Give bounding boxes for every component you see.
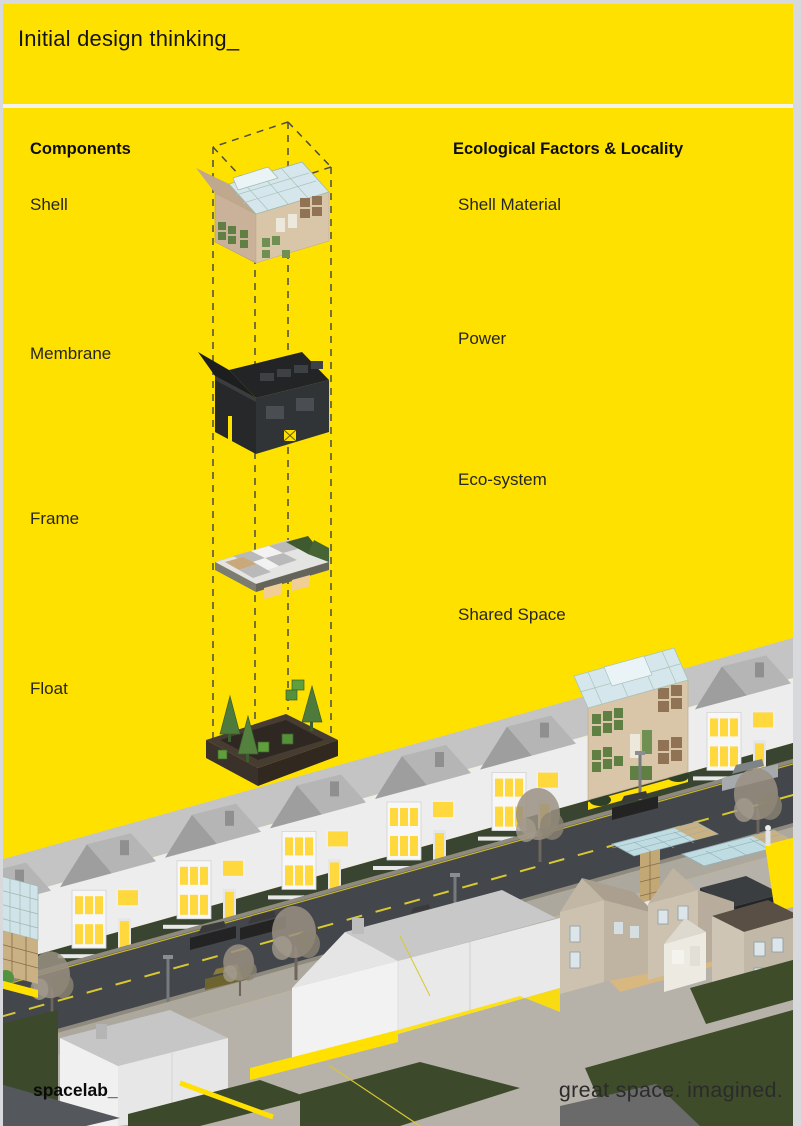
eco-label-power: Power <box>458 329 507 348</box>
lawns-and-paths <box>0 935 800 1126</box>
component-label-float: Float <box>30 679 68 698</box>
yellow-patch <box>765 836 800 912</box>
frame-top <box>0 0 801 4</box>
tagline: great space. imagined. <box>558 1078 783 1102</box>
float-trees <box>217 679 323 762</box>
frame-model <box>214 536 330 599</box>
components-header: Components <box>30 140 131 158</box>
component-label-membrane: Membrane <box>30 344 112 363</box>
eco-label-shell-material: Shell Material <box>458 195 561 214</box>
eco-label-eco-system: Eco-system <box>458 470 547 489</box>
float-model <box>206 679 338 786</box>
beige-house <box>560 878 656 994</box>
eco-label-shared-space: Shared Space <box>458 605 566 624</box>
left-glass-house <box>0 875 39 998</box>
header-separator <box>3 104 793 108</box>
street-scene-render <box>0 636 801 1126</box>
glass-wicker-module <box>610 821 720 914</box>
big-white-house <box>250 890 560 1080</box>
exploded-axonometric-diagram <box>196 121 338 786</box>
beige-house <box>648 868 734 992</box>
page-title: Initial design thinking_ <box>18 26 240 51</box>
ecological-header: Ecological Factors & Locality <box>453 140 684 158</box>
pedestrian-figure <box>765 825 771 846</box>
frame-left <box>0 0 3 1126</box>
shell-house-in-row <box>573 647 689 810</box>
membrane-model <box>198 352 329 454</box>
component-label-shell: Shell <box>30 195 68 214</box>
brand-logo: spacelab_ <box>33 1080 118 1100</box>
frame-right <box>793 0 801 1126</box>
shell-model <box>196 161 330 264</box>
component-label-frame: Frame <box>30 509 80 528</box>
